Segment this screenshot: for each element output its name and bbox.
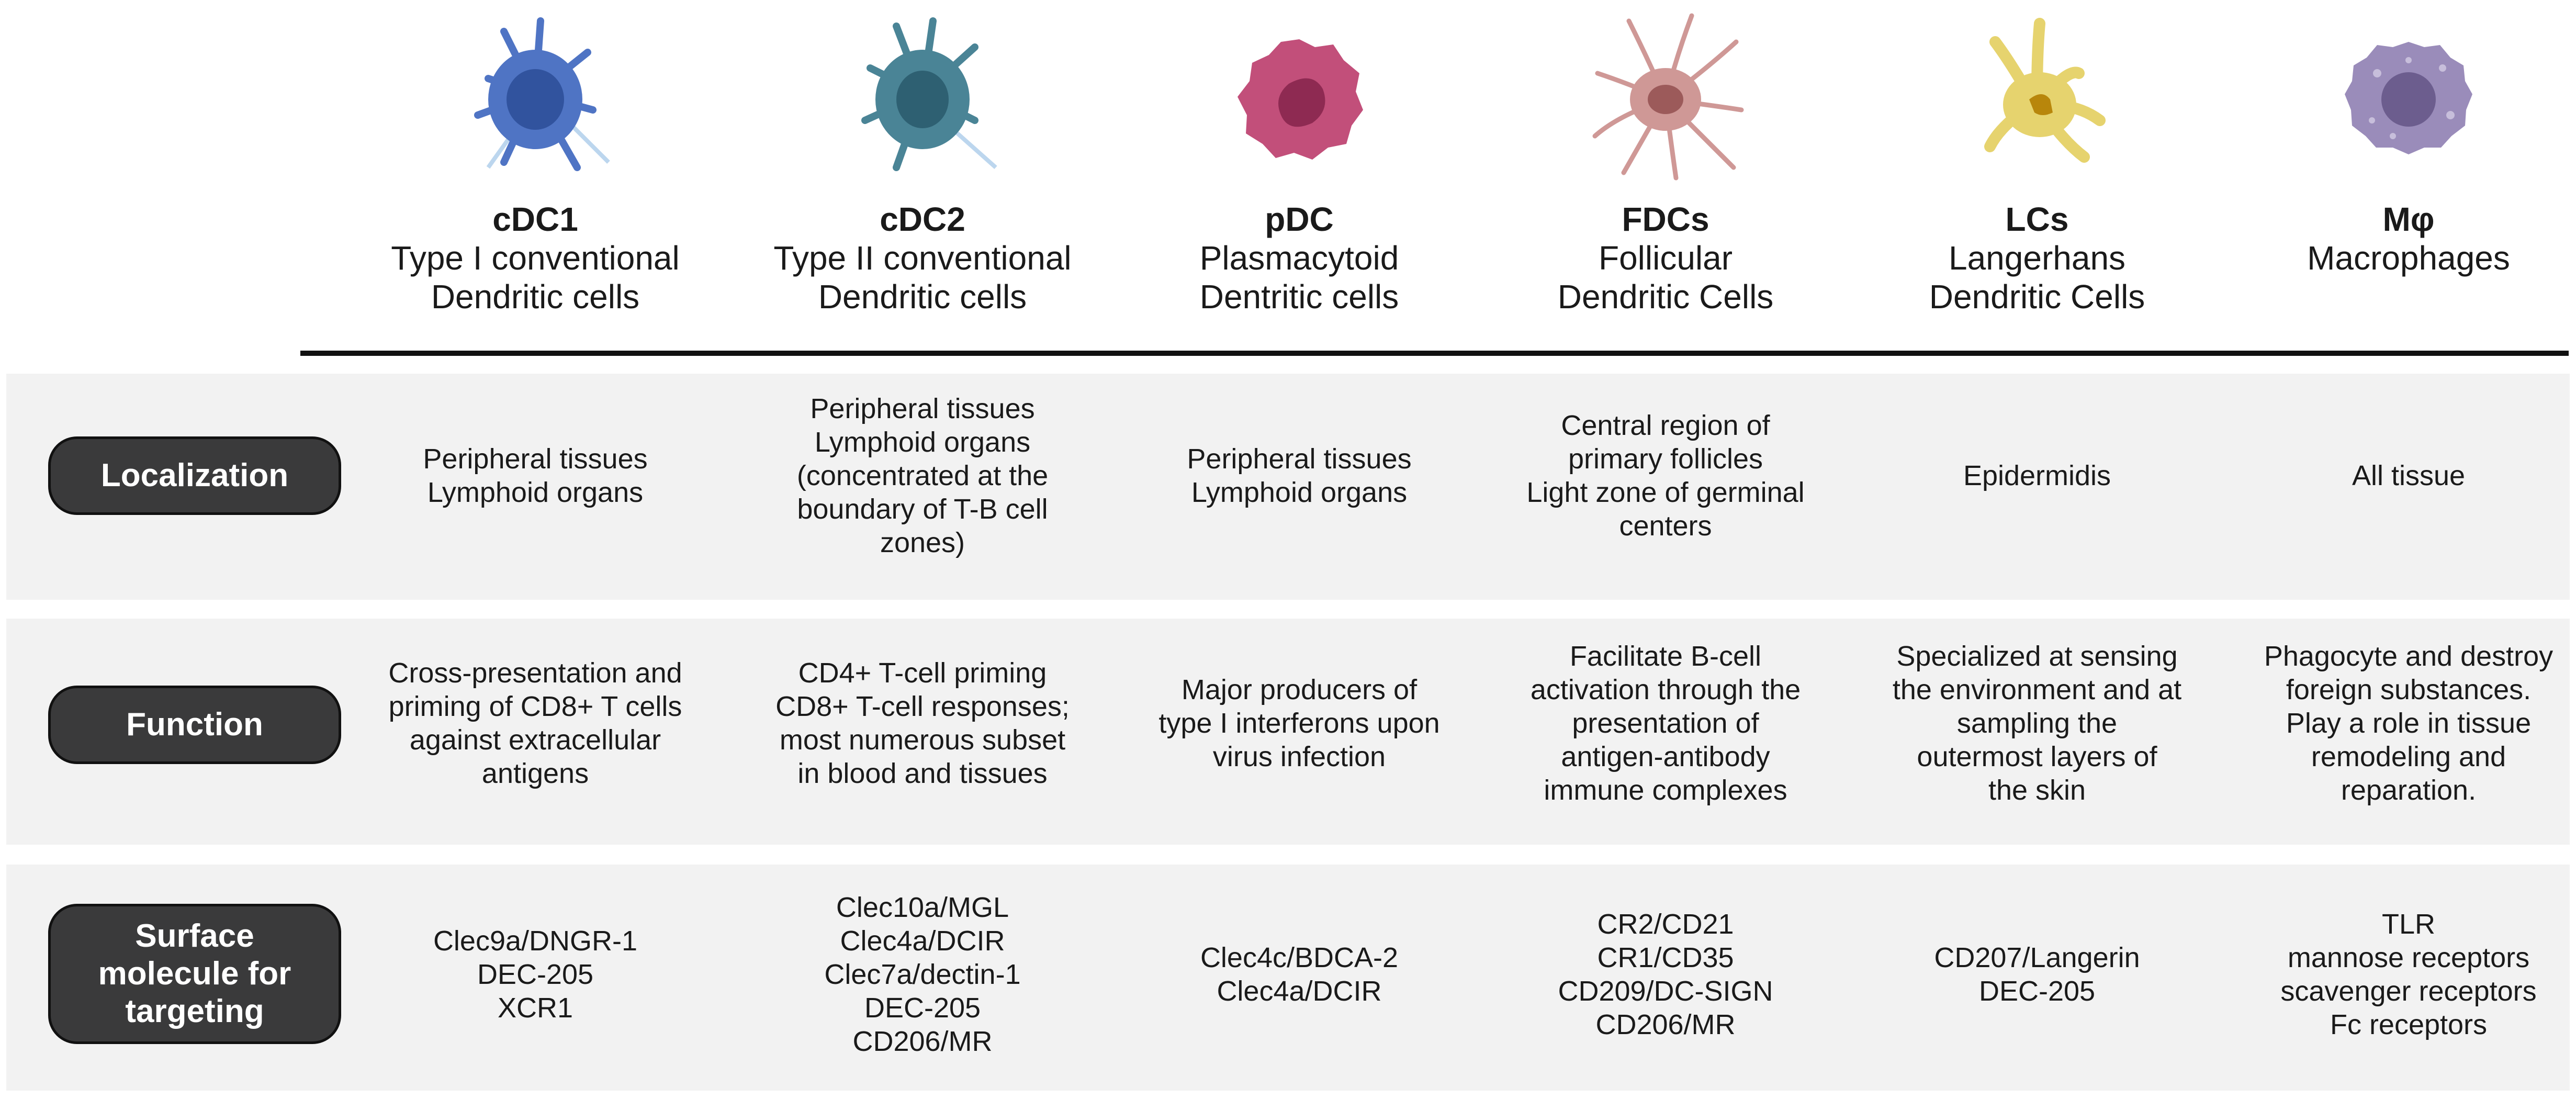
row-cell: Phagocyte and destroy foreign substances… [2264,641,2553,806]
row-label: Surface molecule for targeting [48,904,341,1044]
cell-header-cdc1: cDC1 Type I conventional Dendritic cells [368,10,703,345]
row-cell: CR2/CD21 CR1/CD35 CD209/DC-SIGN CD206/MR [1558,909,1773,1040]
row-cell: Cross-presentation and priming of CD8+ T… [388,657,682,789]
row-cell: Peripheral tissues Lymphoid organs [423,443,648,508]
cell-full-name: Plasmacytoid Dentritic cells [1199,239,1399,316]
pdc-cell-icon [1238,39,1363,160]
macrophage-cell-icon [2345,42,2472,154]
row-cell: Epidermidis [1963,460,2111,491]
cell-abbrev: cDC1 [492,200,578,238]
cell-full-name: Langerhans Dendritic Cells [1929,239,2145,316]
row-cell: Peripheral tissues Lymphoid organs [1187,443,1412,508]
row-cell: Specialized at sensing the environment a… [1892,641,2182,806]
cell-abbrev: cDC2 [880,200,965,238]
cell-header-lc: LCs Langerhans Dendritic Cells [1870,10,2204,345]
row-cell: Peripheral tissues Lymphoid organs (conc… [796,393,1049,558]
cdc2-cell-icon [861,17,997,171]
row-cell: Clec4c/BDCA-2 Clec4a/DCIR [1200,942,1399,1007]
row-cell: All tissue [2352,460,2466,491]
row-cell: Facilitate B-cell activation through the… [1530,641,1801,806]
row-localization: Localization Peripheral tissues Lymphoid… [6,374,2570,600]
row-label: Function [48,686,341,764]
row-cell: CD207/Langerin DEC-205 [1934,942,2140,1007]
row-cell: TLR mannose receptors scavenger receptor… [2280,909,2537,1040]
cell-abbrev: pDC [1265,200,1334,238]
cell-abbrev: LCs [2005,200,2069,238]
header-divider [300,351,2569,356]
cell-header-macrophage: Mφ Macrophages [2241,10,2576,345]
row-cell: Clec9a/DNGR-1 DEC-205 XCR1 [433,925,638,1024]
row-function: Function Cross-presentation and priming … [6,619,2570,845]
row-label: Localization [48,436,341,515]
row-cell: CD4+ T-cell priming CD8+ T-cell response… [775,657,1070,789]
cell-header-cdc2: cDC2 Type II conventional Dendritic cell… [755,10,1090,345]
lc-cell-icon [1984,18,2106,163]
row-cell: Major producers of type I interferons up… [1158,674,1440,772]
cell-abbrev: Mφ [2382,200,2435,238]
row-cell: Clec10a/MGL Clec4a/DCIR Clec7a/dectin-1 … [824,892,1021,1057]
cell-full-name: Macrophages [2307,239,2510,277]
cell-full-name: Type II conventional Dendritic cells [773,239,1072,316]
cell-header-fdc: FDCs Follicular Dendritic Cells [1498,10,1833,345]
cdc1-cell-icon [474,17,610,171]
cell-full-name: Type I conventional Dendritic cells [391,239,680,316]
row-surface-molecule: Surface molecule for targeting Clec9a/DN… [6,865,2570,1091]
cell-abbrev: FDCs [1622,200,1709,238]
cell-full-name: Follicular Dendritic Cells [1557,239,1774,316]
cell-header-pdc: pDC Plasmacytoid Dentritic cells [1132,10,1467,345]
fdc-cell-icon [1592,13,1744,181]
row-cell: Central region of primary follicles Ligh… [1526,410,1805,542]
